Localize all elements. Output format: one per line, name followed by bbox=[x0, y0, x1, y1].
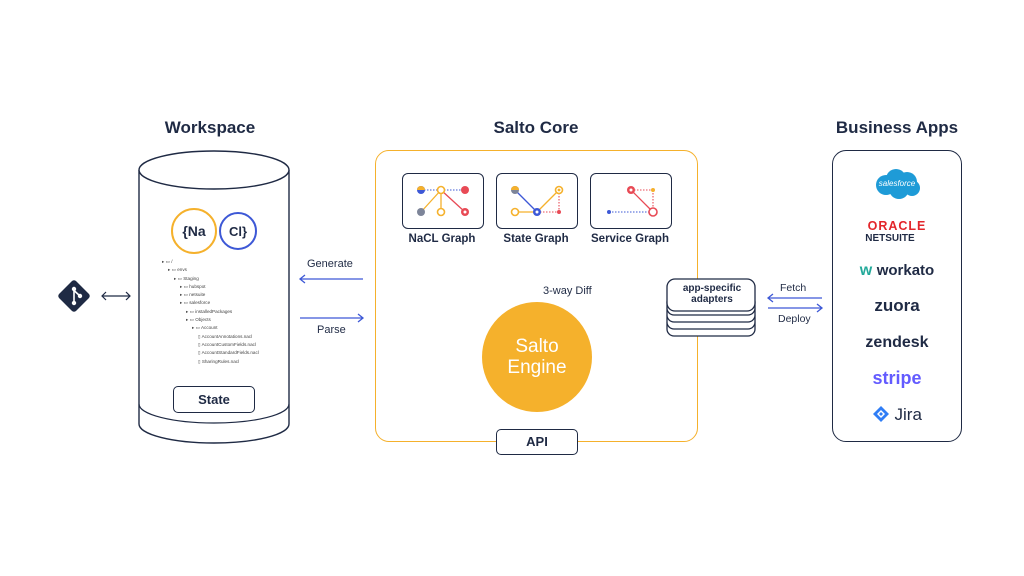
business-apps-title: Business Apps bbox=[835, 118, 959, 137]
stripe-logo: stripe bbox=[872, 368, 922, 388]
deploy-arrow bbox=[768, 303, 824, 313]
tree-item[interactable]: ▯ AccountAnnotations.nacl bbox=[198, 333, 253, 339]
engine-line2: Engine bbox=[507, 357, 567, 378]
api-box[interactable]: API bbox=[496, 429, 578, 455]
tree-item[interactable]: ▸ ▭ Objects bbox=[186, 317, 211, 323]
tree-item[interactable]: ▸ ▭ Staging bbox=[174, 275, 199, 281]
tree-item[interactable]: ▸ ▭ hubspot bbox=[180, 283, 206, 289]
state-graph-card[interactable] bbox=[496, 173, 578, 229]
salto-engine-circle: Salto Engine bbox=[482, 302, 592, 412]
tree-item[interactable]: ▸ ▭ / bbox=[162, 259, 173, 264]
tree-item[interactable]: ▸ ▭ Account bbox=[192, 325, 218, 331]
workato-icon: w bbox=[859, 262, 873, 279]
file-tree: ▸ ▭ / ▸ ▭ envs ▸ ▭ Staging ▸ ▭ hubspot ▸… bbox=[158, 258, 278, 366]
tree-item[interactable]: ▸ ▭ envs bbox=[168, 267, 187, 273]
workato-logo: w workato bbox=[832, 262, 962, 280]
state-label: State bbox=[198, 392, 230, 407]
nacl-left-circle: {Na bbox=[171, 208, 217, 254]
nacl-left-text: {Na bbox=[182, 223, 206, 239]
state-graph-icon bbox=[510, 185, 564, 217]
nacl-graph-label: NaCL Graph bbox=[408, 233, 476, 245]
oracle-netsuite-logo: ORACLE NETSUITE bbox=[832, 220, 962, 245]
git-icon bbox=[58, 280, 90, 312]
zuora-logo: zuora bbox=[874, 296, 920, 315]
git-sync-arrow bbox=[101, 291, 131, 301]
salesforce-text: salesforce bbox=[878, 179, 916, 188]
tree-item[interactable]: ▯ AccountCustomFields.nacl bbox=[198, 341, 256, 347]
generate-arrow bbox=[298, 274, 363, 284]
salesforce-cloud-icon bbox=[876, 169, 920, 199]
service-graph-icon bbox=[607, 186, 658, 217]
nacl-graph-icon bbox=[417, 185, 469, 217]
adapters-line1: app-specific bbox=[682, 283, 742, 294]
jira-text: Jira bbox=[894, 405, 922, 424]
workspace-title: Workspace bbox=[164, 118, 256, 137]
jira-icon bbox=[873, 406, 890, 422]
adapters-line2: adapters bbox=[691, 294, 733, 305]
parse-arrow bbox=[300, 313, 365, 323]
nacl-graph-card[interactable] bbox=[402, 173, 484, 229]
generate-label: Generate bbox=[307, 258, 353, 270]
salto-core-title: Salto Core bbox=[493, 118, 579, 137]
jira-logo: Jira bbox=[832, 405, 962, 425]
state-box: State bbox=[173, 386, 255, 413]
state-graph-label: State Graph bbox=[503, 233, 569, 245]
workato-text: workato bbox=[876, 262, 935, 279]
tree-item[interactable]: ▸ ▭ installedPackages bbox=[186, 308, 233, 314]
engine-line1: Salto bbox=[515, 336, 559, 357]
adapters-label: app-specific adapters bbox=[668, 283, 756, 305]
oracle-text: ORACLE bbox=[867, 219, 927, 233]
tree-item[interactable]: ▸ ▭ salesforce bbox=[180, 300, 211, 306]
diff-label: 3-way Diff bbox=[543, 285, 592, 297]
zendesk-logo: zendesk bbox=[865, 334, 929, 351]
api-label: API bbox=[526, 434, 548, 449]
tree-item[interactable]: ▯ SharingRules.nacl bbox=[198, 358, 240, 364]
salesforce-logo: salesforce bbox=[832, 168, 962, 200]
netsuite-text: NETSUITE bbox=[865, 233, 915, 244]
adapters-stack bbox=[666, 278, 756, 337]
parse-label: Parse bbox=[317, 324, 346, 336]
tree-item[interactable]: ▸ ▭ netsuite bbox=[180, 292, 206, 298]
service-graph-card[interactable] bbox=[590, 173, 672, 229]
deploy-label: Deploy bbox=[778, 313, 811, 325]
fetch-label: Fetch bbox=[780, 282, 807, 294]
fetch-arrow bbox=[766, 293, 822, 303]
service-graph-label: Service Graph bbox=[591, 233, 669, 245]
tree-item[interactable]: ▯ AccountStandardFields.nacl bbox=[198, 350, 259, 356]
nacl-right-circle: Cl} bbox=[219, 212, 257, 250]
nacl-right-text: Cl} bbox=[228, 223, 248, 239]
